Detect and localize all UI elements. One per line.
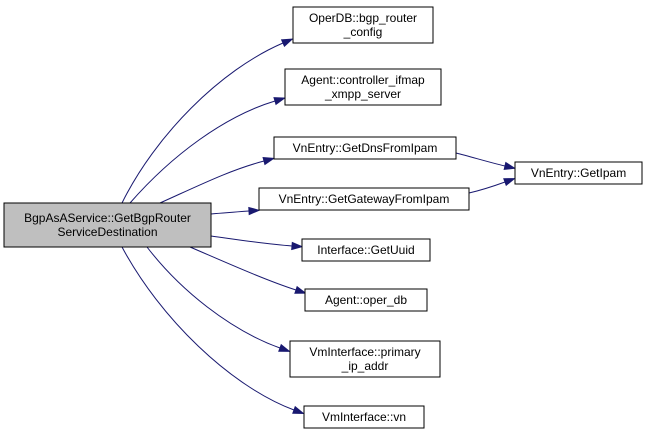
node-n4[interactable]: VnEntry::GetGatewayFromIpam xyxy=(258,187,470,211)
node-label-line: Agent::controller_ifmap xyxy=(301,73,425,87)
node-box xyxy=(258,187,470,211)
edge-line xyxy=(129,100,276,204)
node-label-line: OperDB::bgp_router xyxy=(309,11,417,25)
node-label-line: BgpAsAService::GetBgpRouter xyxy=(24,211,191,225)
node-n6[interactable]: Interface::GetUuid xyxy=(301,238,431,262)
edge-arrowhead xyxy=(273,97,287,106)
node-root: BgpAsAService::GetBgpRouterServiceDestin… xyxy=(3,202,212,248)
edge-root-n2 xyxy=(129,97,287,204)
edge-root-n3 xyxy=(159,157,276,204)
edge-line xyxy=(121,42,284,204)
edge-line xyxy=(468,181,506,194)
edge-root-n9 xyxy=(121,246,305,415)
node-box xyxy=(3,202,212,248)
edge-n4-n5 xyxy=(468,178,516,194)
node-label-line: Interface::GetUuid xyxy=(317,243,414,257)
node-label-line: VnEntry::GetDnsFromIpam xyxy=(293,141,438,155)
node-box xyxy=(273,136,457,160)
node-box xyxy=(301,238,431,262)
node-n1[interactable]: OperDB::bgp_router_config xyxy=(292,6,434,44)
node-box xyxy=(514,161,643,185)
edge-arrowhead xyxy=(292,405,305,415)
node-box xyxy=(284,68,442,106)
node-box xyxy=(304,288,428,312)
node-n2[interactable]: Agent::controller_ifmap_xmpp_server xyxy=(284,68,442,106)
node-n9[interactable]: VmInterface::vn xyxy=(303,405,425,429)
node-label-line: _ip_addr xyxy=(341,359,389,373)
edge-line xyxy=(210,235,293,247)
edge-arrowhead xyxy=(503,178,516,187)
edge-arrowhead xyxy=(262,157,276,166)
node-label-line: Agent::oper_db xyxy=(325,293,407,307)
edge-arrowhead xyxy=(291,241,304,251)
edge-line xyxy=(121,246,295,411)
edge-root-n8 xyxy=(146,246,291,352)
edge-arrowhead xyxy=(503,161,517,170)
edge-root-n6 xyxy=(210,235,304,251)
edges-layer xyxy=(121,38,517,415)
edge-line xyxy=(189,246,297,291)
node-box xyxy=(292,6,434,44)
node-box xyxy=(289,340,441,378)
node-label-line: _config xyxy=(343,25,383,39)
edge-n3-n5 xyxy=(455,152,517,170)
node-label-line: VmInterface::primary xyxy=(309,345,420,359)
edge-arrowhead xyxy=(294,285,307,294)
edge-line xyxy=(455,152,506,167)
edge-line xyxy=(146,246,281,349)
node-label-line: VnEntry::GetGatewayFromIpam xyxy=(279,192,450,206)
edge-arrowhead xyxy=(280,38,294,48)
edge-arrowhead xyxy=(278,343,291,352)
node-label-line: VnEntry::GetIpam xyxy=(531,166,626,180)
edge-line xyxy=(210,210,250,215)
node-n7[interactable]: Agent::oper_db xyxy=(304,288,428,312)
node-box xyxy=(303,405,425,429)
edge-arrowhead xyxy=(248,206,261,216)
nodes-layer: BgpAsAService::GetBgpRouterServiceDestin… xyxy=(3,6,643,429)
node-n8[interactable]: VmInterface::primary_ip_addr xyxy=(289,340,441,378)
node-label-line: VmInterface::vn xyxy=(322,410,406,424)
node-n5[interactable]: VnEntry::GetIpam xyxy=(514,161,643,185)
edge-line xyxy=(159,160,265,204)
node-label-line: _xmpp_server xyxy=(324,87,401,101)
node-label-line: ServiceDestination xyxy=(57,225,157,239)
edge-root-n1 xyxy=(121,38,294,204)
node-n3[interactable]: VnEntry::GetDnsFromIpam xyxy=(273,136,457,160)
edge-root-n7 xyxy=(189,246,307,294)
edge-root-n4 xyxy=(210,206,261,216)
